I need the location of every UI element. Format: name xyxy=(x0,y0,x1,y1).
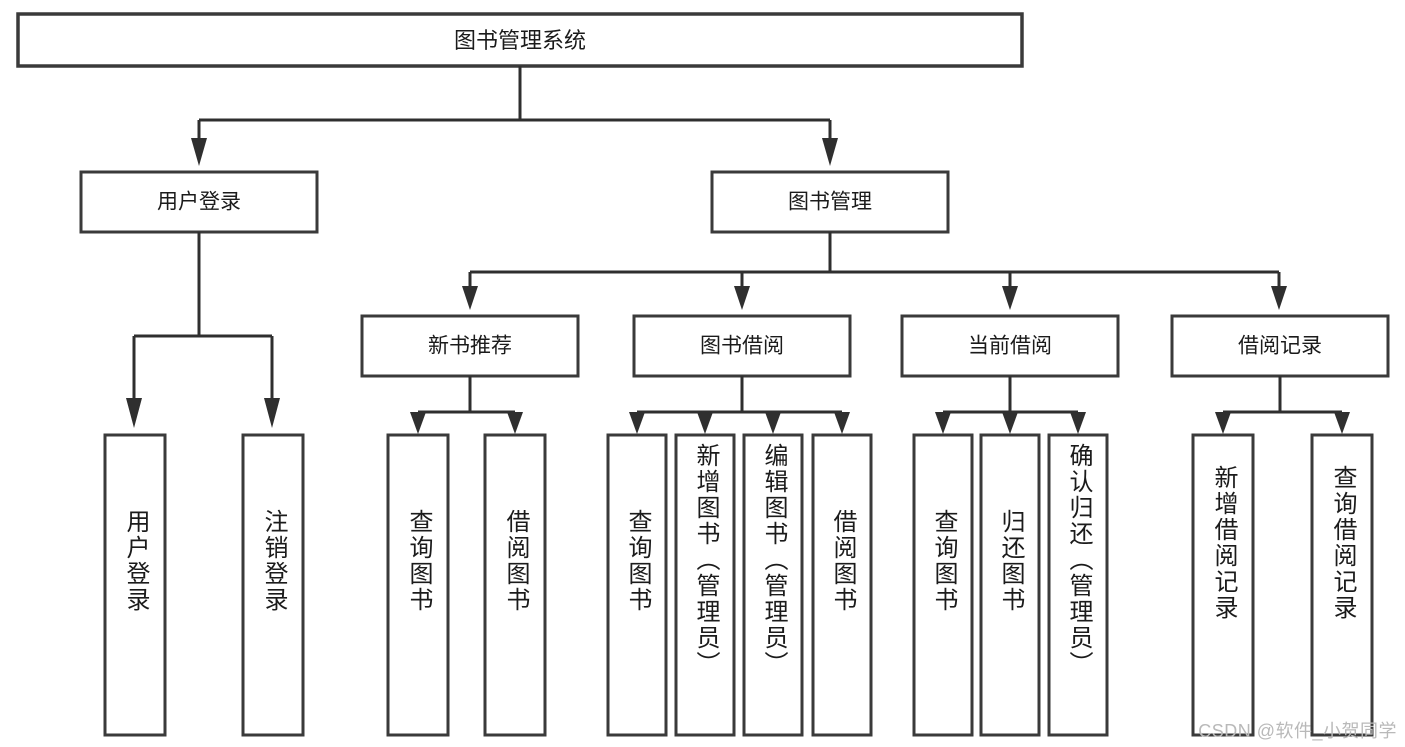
arrow-into-leaf-4-1 xyxy=(935,412,951,434)
node-root-label: 图书管理系统 xyxy=(454,28,586,53)
node-borrow-records[interactable]: 借阅记录 xyxy=(1170,314,1390,378)
connector-bookmgmt-to-level2 xyxy=(462,232,1287,310)
watermark-text: CSDN @软件_小贺同学 xyxy=(1198,721,1397,741)
node-book-borrow-box xyxy=(632,314,852,378)
arrow-into-leaf-1-1 xyxy=(126,398,142,428)
leaf-box-borrow-book-borrow[interactable] xyxy=(811,433,873,737)
node-new-book-recommend[interactable]: 新书推荐 xyxy=(360,314,580,378)
connector-group-new-book-recommend xyxy=(410,376,523,434)
connector-root-to-level1 xyxy=(191,66,838,166)
connector-group-book-borrow xyxy=(629,376,850,434)
leaf-box-query-book-recommend[interactable] xyxy=(386,433,450,737)
leaf-box-add-borrow-record[interactable] xyxy=(1191,433,1255,737)
arrow-into-leaf-3-4 xyxy=(834,412,850,434)
node-root[interactable]: 图书管理系统 xyxy=(16,12,1024,68)
arrow-into-leaf-3-3 xyxy=(765,412,781,434)
leaf-box-user-login[interactable] xyxy=(103,433,167,737)
leaf-box-edit-book-admin[interactable] xyxy=(742,433,804,737)
arrow-into-leaf-5-1 xyxy=(1215,412,1231,434)
node-book-management[interactable]: 图书管理 xyxy=(710,170,950,234)
node-current-borrow-box xyxy=(900,314,1120,378)
arrow-into-borrow-books xyxy=(734,286,750,310)
leaf-box-add-book-admin[interactable] xyxy=(674,433,736,737)
arrow-into-leaf-5-2 xyxy=(1334,412,1350,434)
arrow-into-leaf-3-1 xyxy=(629,412,645,434)
leaf-box-query-book-borrow[interactable] xyxy=(606,433,668,737)
arrow-into-current-borrow xyxy=(1002,286,1018,310)
connector-group-current-borrow xyxy=(935,376,1086,434)
connector-group-user-login xyxy=(126,232,280,428)
arrow-into-leaf-2-2 xyxy=(507,412,523,434)
node-current-borrow-label: 当前借阅 xyxy=(968,335,1052,358)
node-user-login-label: 用户登录 xyxy=(157,191,241,214)
node-new-book-recommend-label: 新书推荐 xyxy=(428,335,512,358)
node-borrow-records-label: 借阅记录 xyxy=(1238,335,1322,358)
node-current-borrow[interactable]: 当前借阅 xyxy=(900,314,1120,378)
leaf-box-logout[interactable] xyxy=(241,433,305,737)
connector-group-borrow-records xyxy=(1215,376,1350,434)
node-root-box xyxy=(16,12,1024,68)
node-borrow-records-box xyxy=(1170,314,1390,378)
arrow-into-new-books xyxy=(462,286,478,310)
node-new-book-recommend-box xyxy=(360,314,580,378)
node-book-management-box xyxy=(710,170,950,234)
arrow-into-borrow-records xyxy=(1271,286,1287,310)
leaf-box-borrow-book-recommend[interactable] xyxy=(483,433,547,737)
leaf-box-query-book-current[interactable] xyxy=(912,433,974,737)
arrow-into-leaf-4-3 xyxy=(1070,412,1086,434)
arrow-into-leaf-2-1 xyxy=(410,412,426,434)
node-book-borrow[interactable]: 图书借阅 xyxy=(632,314,852,378)
leaf-box-return-book[interactable] xyxy=(979,433,1041,737)
arrow-into-leaf-4-2 xyxy=(1002,412,1018,434)
node-book-management-label: 图书管理 xyxy=(788,191,872,214)
leaf-box-confirm-return-admin[interactable] xyxy=(1047,433,1109,737)
leaf-box-query-borrow-record[interactable] xyxy=(1310,433,1374,737)
arrow-into-leaf-1-2 xyxy=(264,398,280,428)
node-book-borrow-label: 图书借阅 xyxy=(700,335,784,358)
arrow-into-user-login xyxy=(191,138,207,166)
node-user-login[interactable]: 用户登录 xyxy=(79,170,319,234)
arrow-into-leaf-3-2 xyxy=(697,412,713,434)
arrow-into-book-mgmt xyxy=(822,138,838,166)
